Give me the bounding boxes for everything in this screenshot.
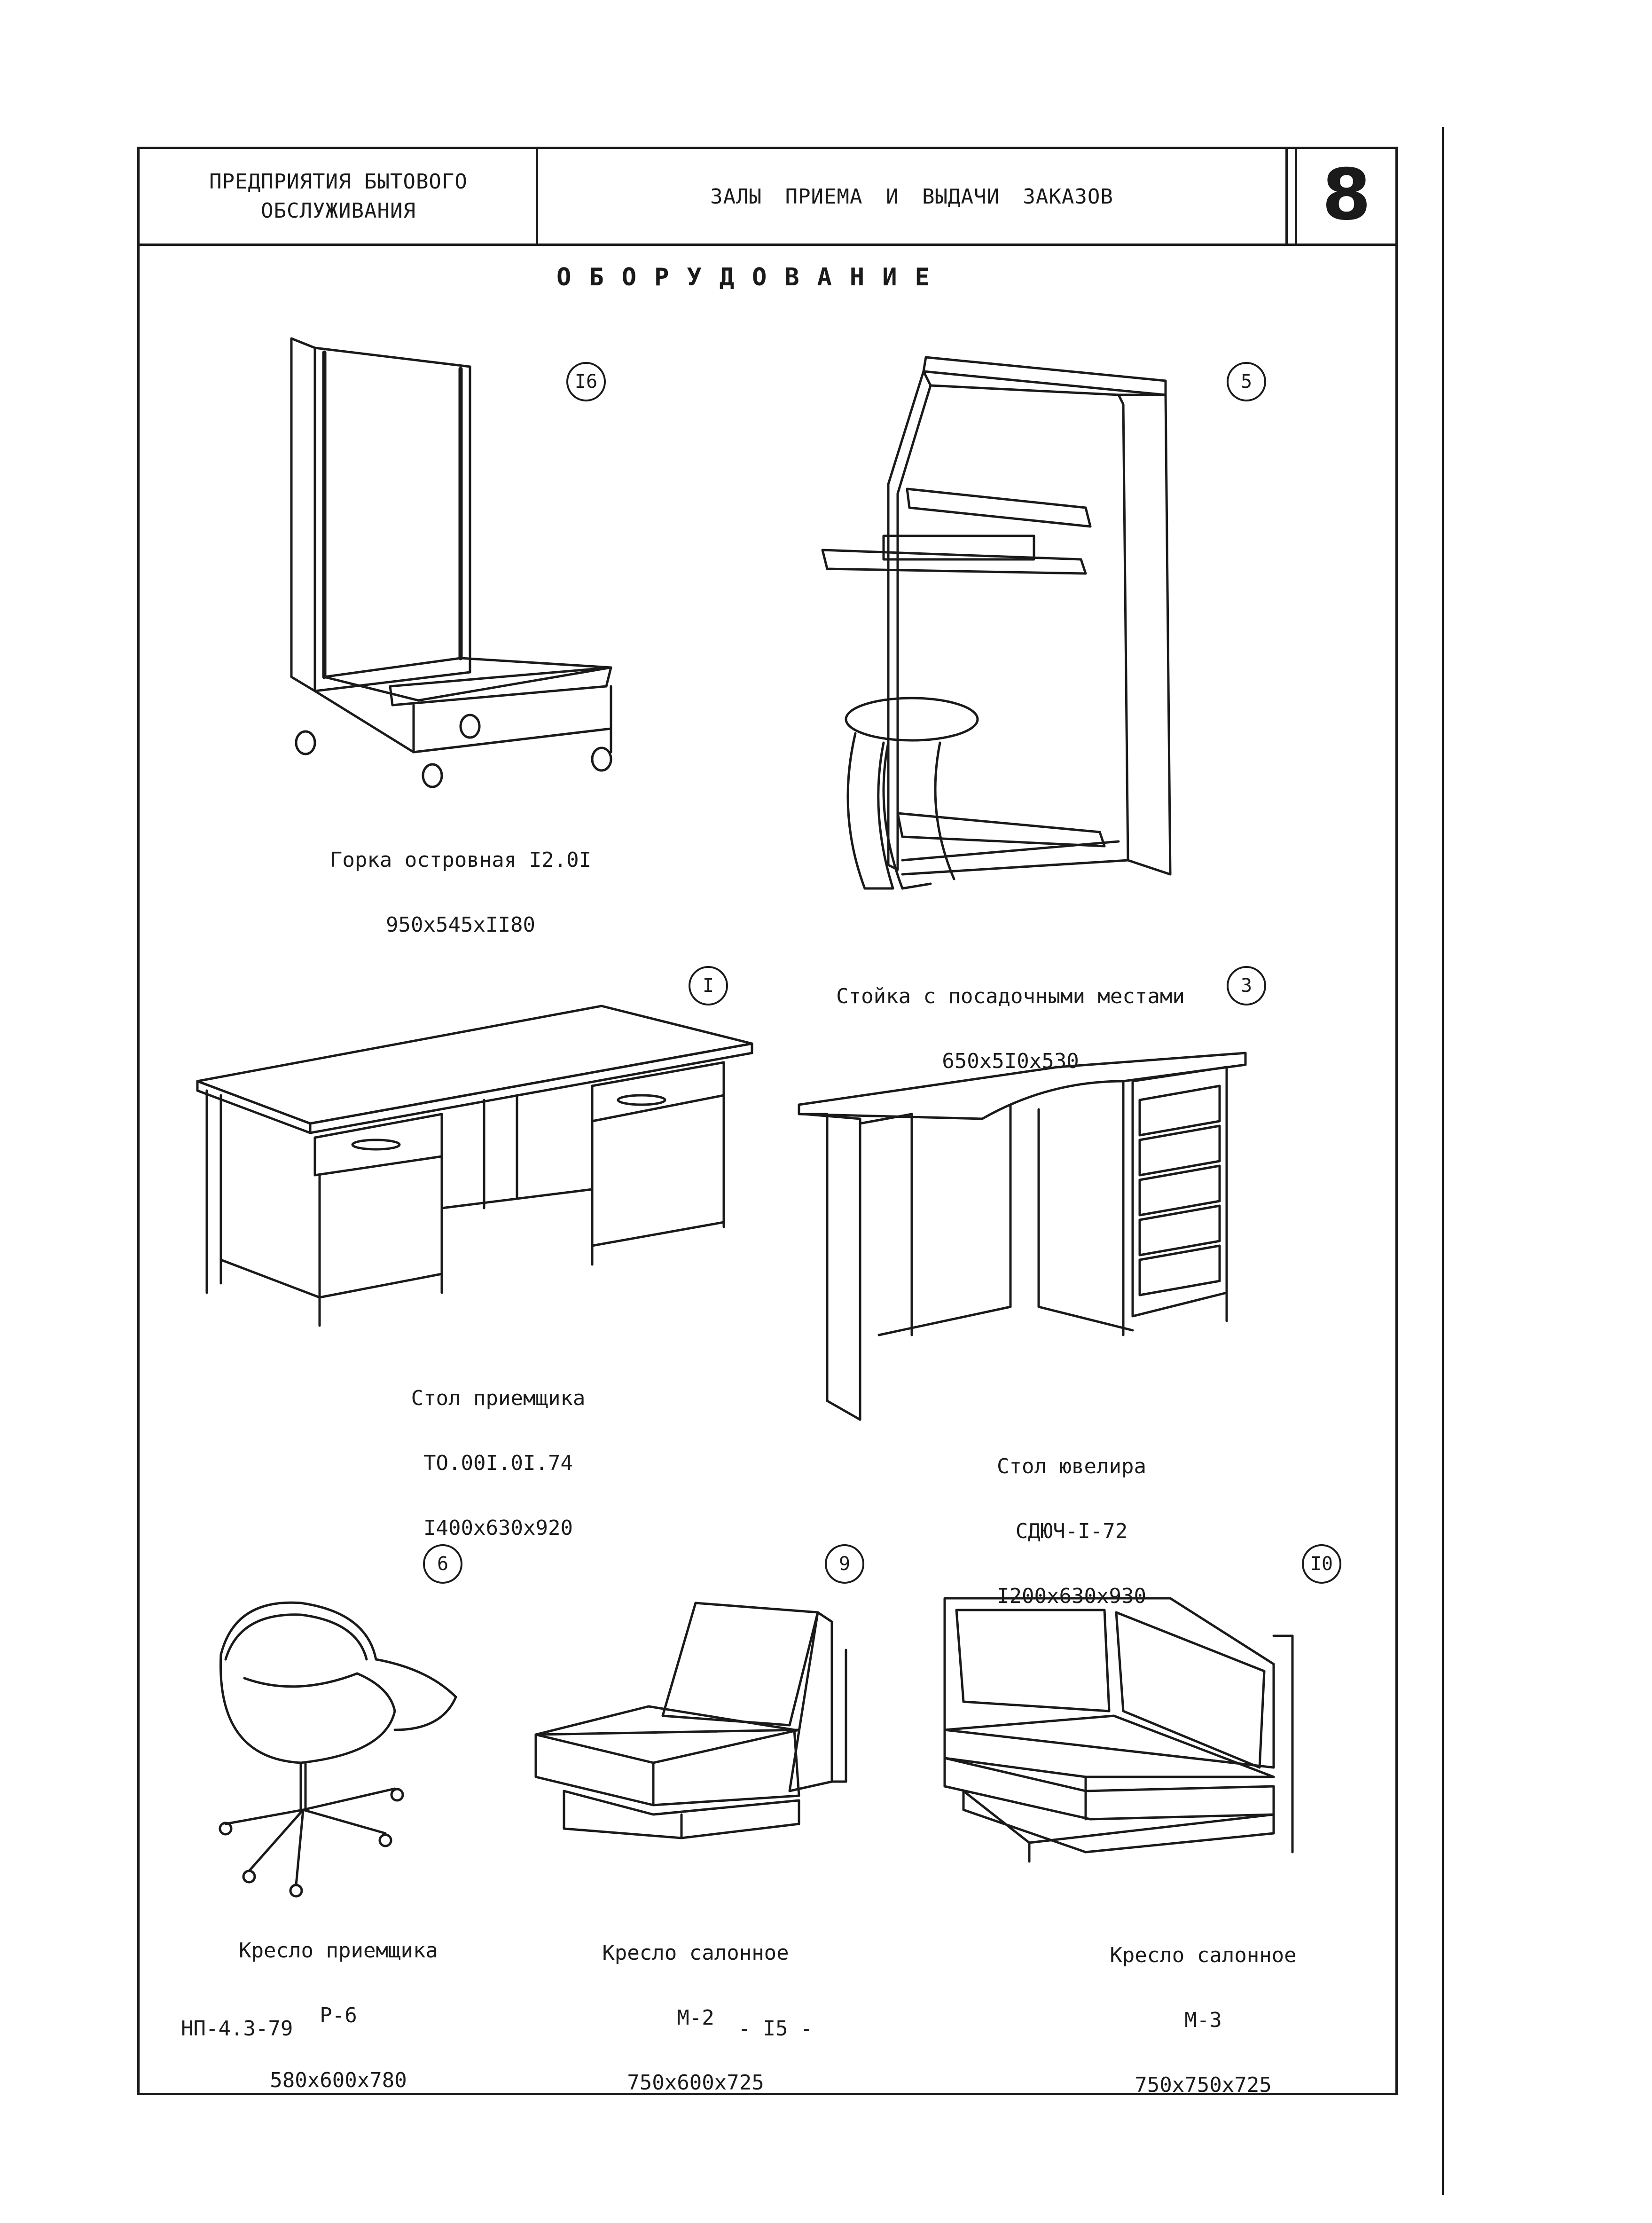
caption-counter-with-seats: Стойка с посадочными местами 650x5I0x530 [799,943,1222,1094]
swivel-armchair-icon [219,1601,457,1898]
item-dims: 950x545xII80 [386,913,535,937]
header-org: ПРЕДПРИЯТИЯ БЫТОВОГО ОБСЛУЖИВАНИЯ [141,167,536,226]
caption-lounge-chair-m3: Кресло салонное М-3 750x750x725 [1034,1901,1372,2118]
page-number: - I5 - [738,2017,813,2041]
item-code: М-2 [677,2006,714,2030]
section-title: ОБОРУДОВАНИЕ [556,263,947,291]
header-bottom-rule [137,244,1398,246]
binding-margin-line [1442,127,1444,2195]
item-number-badge: I0 [1302,1544,1341,1584]
caption-jeweler-desk: Стол ювелира СДЮЧ-I-72 I200x630x930 [893,1413,1250,1629]
header-section: ЗАЛЫ ПРИЕМА И ВЫДАЧИ ЗАКАЗОВ [710,185,1113,209]
sheet-number: 8 [1322,154,1371,236]
caption-lounge-chair-m2: Кресло салонное М-2 750x600x725 [545,1899,846,2115]
item-code: ТО.00I.0I.74 [423,1451,573,1475]
lounge-chair-icon [534,1602,847,1839]
jeweler-desk-icon [798,1052,1247,1421]
item-number-badge: 3 [1227,966,1266,1005]
item-dims: I200x630x930 [997,1584,1146,1608]
receptionist-desk-icon [196,1005,753,1327]
item-dims: I400x630x920 [423,1516,573,1540]
corner-lounge-chair-icon [943,1597,1294,1863]
item-code: СДЮЧ-I-72 [1015,1519,1128,1543]
item-number-badge: 6 [423,1544,462,1584]
item-name: Стол ювелира [997,1454,1146,1478]
item-name: Кресло салонное [602,1941,789,1965]
item-name: Кресло салонное [1110,1943,1297,1967]
item-number-badge: 9 [825,1544,864,1584]
caption-island-display-case: Горка островная I2.0I 950x545xII80 [282,806,639,958]
document-code: НП-4.3-79 [181,2017,293,2041]
counter-with-seats-icon [821,356,1172,890]
item-number-badge: I [689,966,728,1005]
header-divider-1 [536,147,538,244]
header-org-line2: ОБСЛУЖИВАНИЯ [261,199,416,223]
item-name: Горка островная I2.0I [329,848,592,872]
item-number-badge: 5 [1227,362,1266,401]
item-name: Стойка с посадочными местами [836,984,1185,1008]
item-name: Стол приемщика [411,1386,586,1410]
island-display-case-icon [290,337,612,788]
caption-swivel-armchair: Кресло приемщика Р-6 580x600x780 [188,1897,489,2113]
item-code: Р-6 [320,2003,357,2027]
caption-receptionist-desk: Стол приемщика ТО.00I.0I.74 I400x630x920 [320,1344,677,1561]
item-dims: 580x600x780 [270,2068,407,2092]
item-name: Кресло приемщика [239,1939,438,1963]
item-dims: 750x600x725 [627,2071,764,2095]
item-dims: 750x750x725 [1135,2073,1272,2097]
header-divider-3 [1295,147,1297,244]
item-number-badge: I6 [566,362,606,401]
item-code: М-3 [1184,2008,1222,2032]
header-org-line1: ПРЕДПРИЯТИЯ БЫТОВОГО [209,170,468,194]
header-divider-2 [1285,147,1288,244]
page-frame [137,147,1398,2095]
